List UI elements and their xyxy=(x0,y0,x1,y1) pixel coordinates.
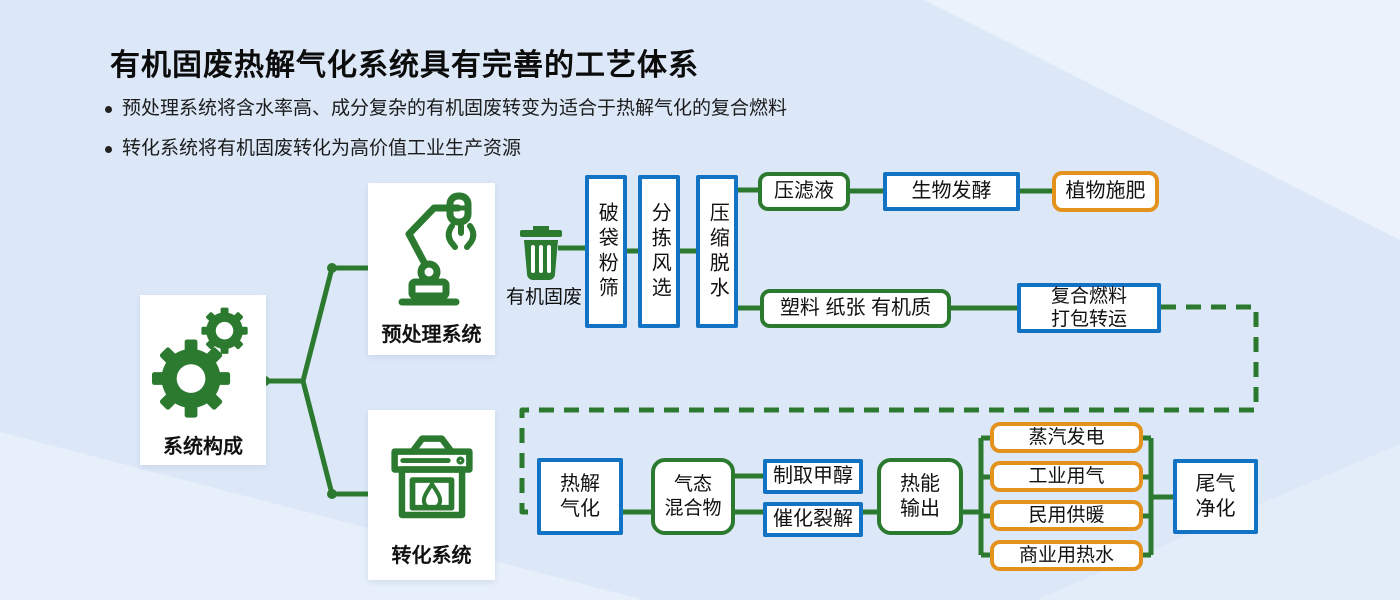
gears-icon xyxy=(151,307,248,418)
node-plant-fertilizer: 植物施肥 xyxy=(1052,171,1159,212)
trash-bin-icon xyxy=(520,226,562,280)
node-system-composition: 系统构成 xyxy=(140,295,266,465)
node-press-filtrate: 压滤液 xyxy=(758,172,850,211)
robot-arm-icon xyxy=(398,192,476,305)
node-tail-gas-purification: 尾气 净化 xyxy=(1173,459,1258,534)
node-plastic-paper-organics: 塑料 纸张 有机质 xyxy=(760,289,951,328)
node-steam-power: 蒸汽发电 xyxy=(990,422,1143,453)
node-conversion-system: 转化系统 xyxy=(368,410,495,580)
bullet-list: 预处理系统将含水率高、成分复杂的有机固废转变为适合于热解气化的复合燃料 转化系统… xyxy=(105,96,787,176)
page-title: 有机固废热解气化系统具有完善的工艺体系 xyxy=(110,49,699,82)
step-compression-dewatering: 压缩脱水 xyxy=(696,175,738,328)
node-pyrolysis-gasification: 热解 气化 xyxy=(537,458,623,535)
node-heat-output: 热能 输出 xyxy=(877,458,963,535)
bullet-dot-icon xyxy=(105,146,112,153)
node-commercial-hot-water: 商业用热水 xyxy=(990,540,1143,571)
bullet-dot-icon xyxy=(105,106,112,113)
node-catalytic-cracking: 催化裂解 xyxy=(763,502,863,537)
bullet-item: 转化系统将有机固废转化为高价值工业生产资源 xyxy=(105,136,787,162)
bullet-item: 预处理系统将含水率高、成分复杂的有机固废转变为适合于热解气化的复合燃料 xyxy=(105,96,787,122)
step-sorting-air-separation: 分拣风选 xyxy=(638,175,680,328)
node-composite-fuel-packing: 复合燃料 打包转运 xyxy=(1017,283,1161,333)
step-bag-breaking-sieving: 破袋粉筛 xyxy=(585,175,627,328)
node-label: 预处理系统 xyxy=(381,323,482,346)
bullet-text: 转化系统将有机固废转化为高价值工业生产资源 xyxy=(122,138,522,159)
node-label: 系统构成 xyxy=(163,435,243,458)
node-industrial-gas: 工业用气 xyxy=(990,461,1143,492)
node-label: 转化系统 xyxy=(391,544,472,567)
bullet-text: 预处理系统将含水率高、成分复杂的有机固废转变为适合于热解气化的复合燃料 xyxy=(122,98,788,119)
node-biological-fermentation: 生物发酵 xyxy=(883,172,1020,211)
waste-input-label: 有机固废 xyxy=(505,287,582,308)
node-gaseous-mixture: 气态 混合物 xyxy=(651,458,735,535)
node-civil-heating: 民用供暖 xyxy=(990,500,1143,531)
node-pretreatment-system: 预处理系统 xyxy=(368,183,495,355)
node-methanol-production: 制取甲醇 xyxy=(763,459,863,494)
furnace-icon xyxy=(390,434,473,518)
